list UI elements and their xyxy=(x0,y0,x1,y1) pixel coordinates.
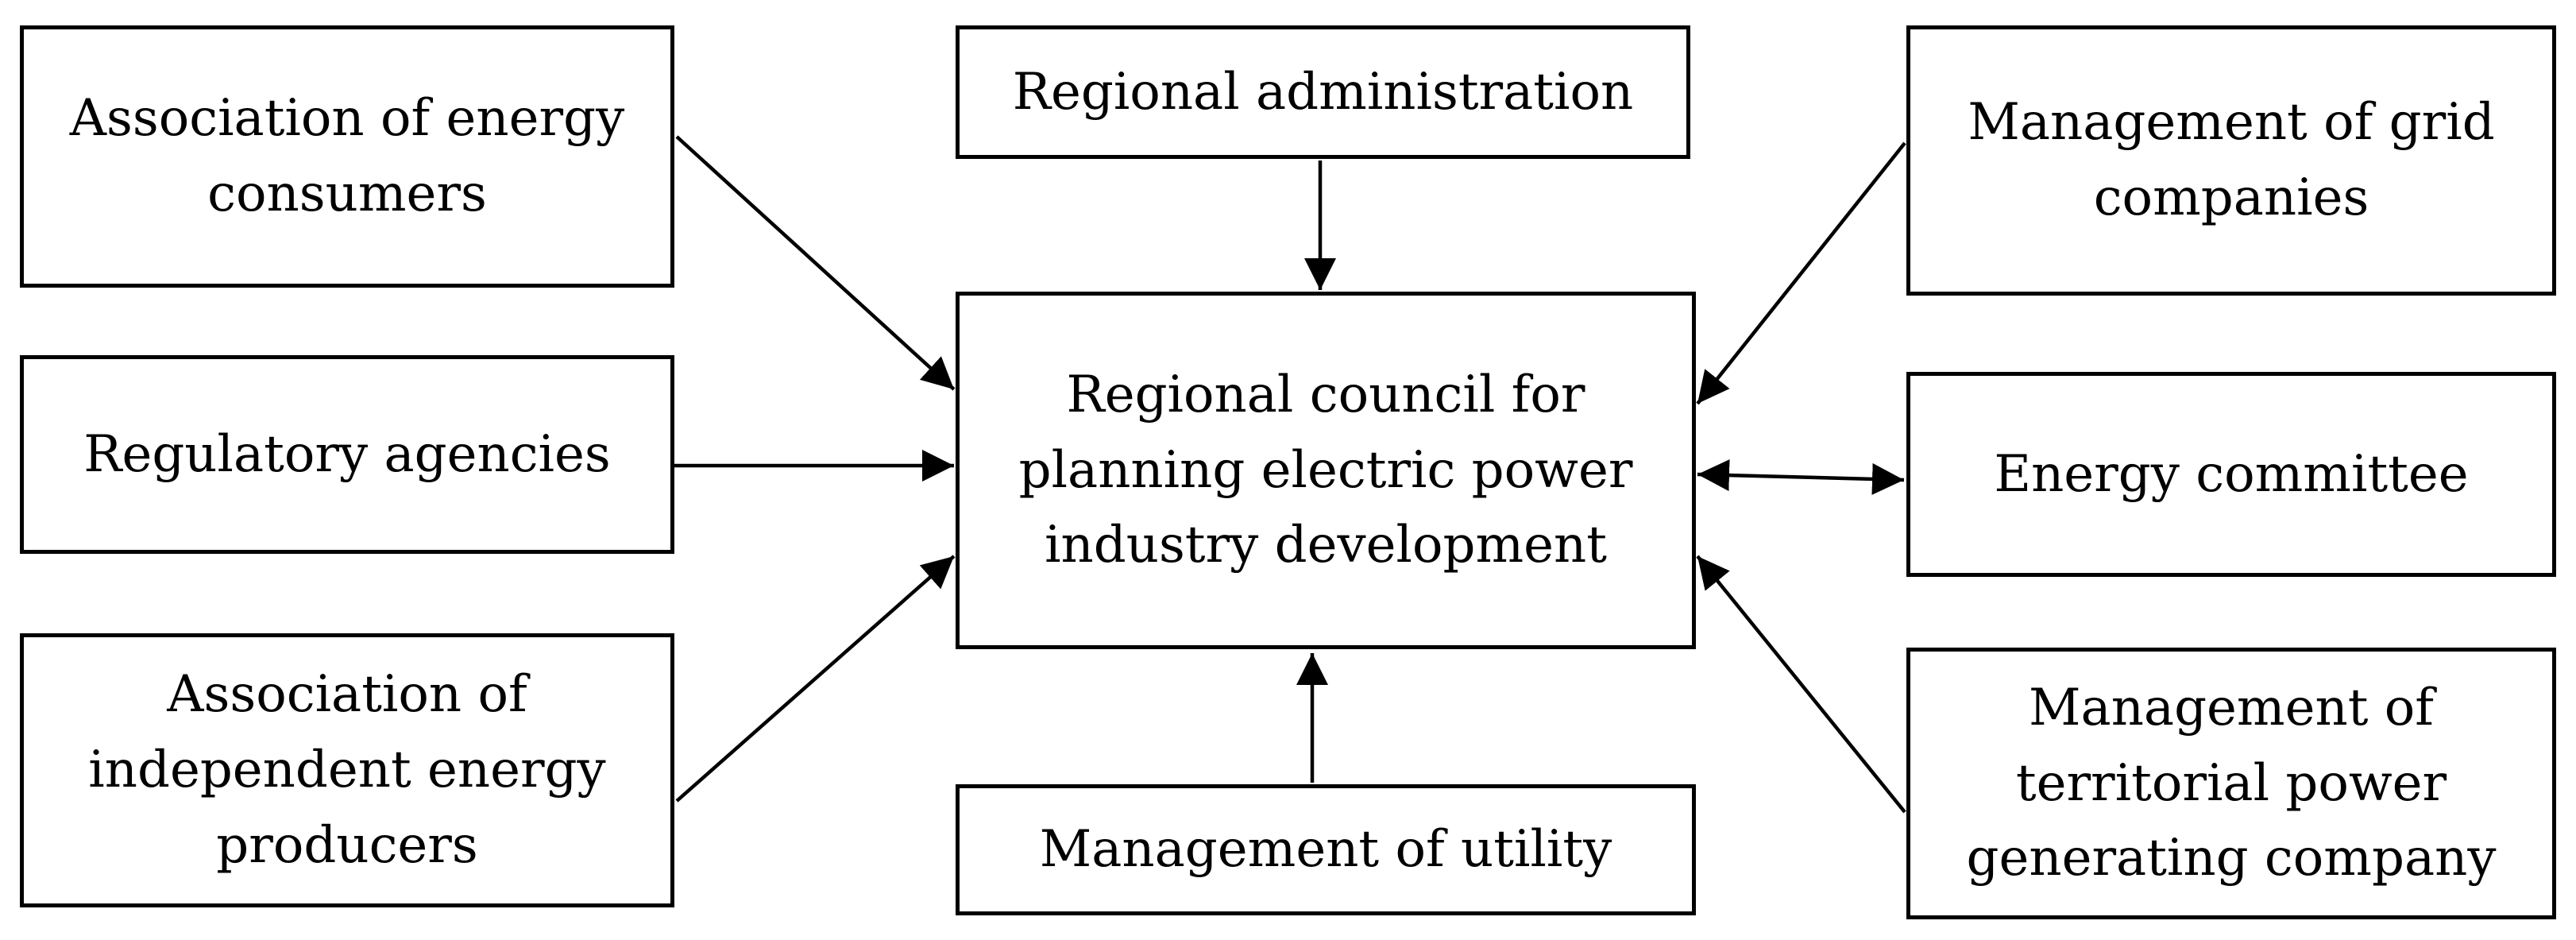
energy-committee-label: Energy committee xyxy=(1994,444,2469,504)
utility-management-box: Management of utility xyxy=(956,784,1696,915)
energy-committee-box: Energy committee xyxy=(1906,372,2556,577)
territorial-company-management-label: Management of territorial power generati… xyxy=(1966,678,2497,888)
arrow-grid-companies-to-council xyxy=(1696,141,1906,405)
regulatory-agencies-box: Regulatory agencies xyxy=(20,355,674,554)
regulatory-agencies-label: Regulatory agencies xyxy=(83,424,611,484)
regional-council-label: Regional council for planning electric p… xyxy=(1018,365,1633,575)
territorial-company-management-box: Management of territorial power generati… xyxy=(1906,648,2556,919)
energy-consumers-association-box: Association of energy consumers xyxy=(20,25,674,288)
regional-council-box: Regional council for planning electric p… xyxy=(956,292,1696,649)
arrow-territorial-company-to-council xyxy=(1696,555,1906,814)
energy-consumers-association-label: Association of energy consumers xyxy=(69,89,625,223)
arrow-independent-producers-to-council xyxy=(675,555,956,803)
arrow-energy-consumers-to-council xyxy=(675,135,956,391)
regional-administration-box: Regional administration xyxy=(956,25,1690,159)
independent-producers-association-box: Association of independent energy produc… xyxy=(20,633,674,907)
utility-management-label: Management of utility xyxy=(1039,820,1612,880)
grid-companies-management-box: Management of grid companies xyxy=(1906,25,2556,296)
independent-producers-association-label: Association of independent energy produc… xyxy=(88,665,606,875)
regional-administration-label: Regional administration xyxy=(1012,62,1634,122)
grid-companies-management-label: Management of grid companies xyxy=(1968,93,2495,227)
arrow-council-energy-committee xyxy=(1697,459,1905,495)
